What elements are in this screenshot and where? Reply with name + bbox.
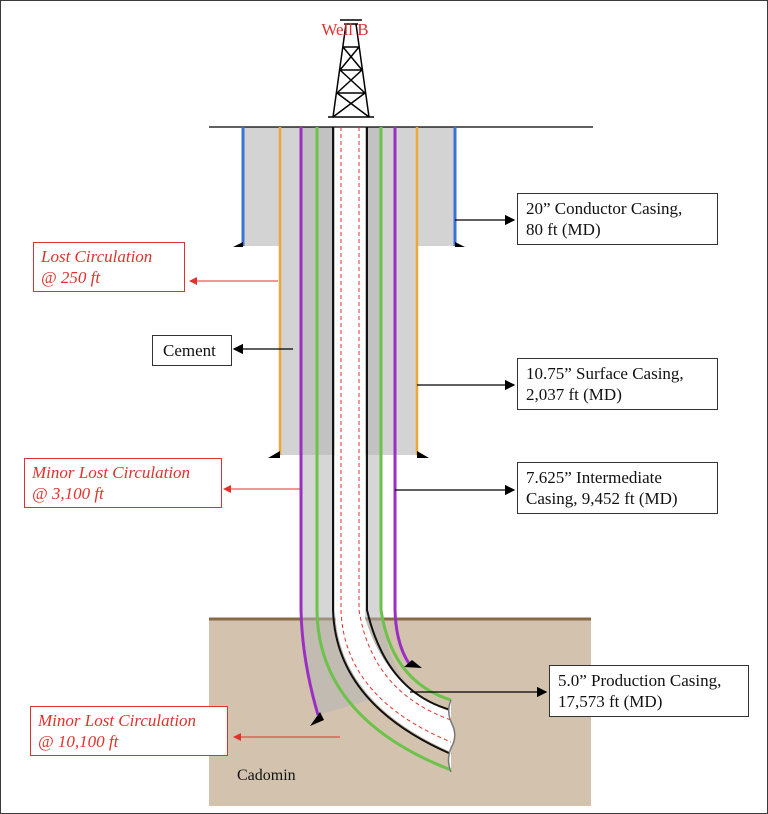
lost-circulation-250-line2: @ 250 ft <box>41 268 101 287</box>
wellbore-centerline-left <box>340 127 452 743</box>
intermediate-casing-right <box>393 127 412 666</box>
lost-circulation-3100-line1: Minor Lost Circulation <box>32 463 191 482</box>
lost-circulation-label-250: Lost Circulation @ 250 ft <box>33 242 185 292</box>
production-casing-label-line1: 5.0” Production Casing, <box>558 671 722 690</box>
conductor-casing-label-line2: 80 ft (MD) <box>526 220 601 239</box>
intermediate-casing-label: 7.625” Intermediate Casing, 9,452 ft (MD… <box>517 462 718 514</box>
lost-circulation-250-line1: Lost Circulation <box>41 247 153 266</box>
tubing-right <box>366 127 452 711</box>
wellbore-interior <box>335 127 451 752</box>
surface-casing-label: 10.75” Surface Casing, 2,037 ft (MD) <box>517 358 718 410</box>
intermediate-casing-label-line1: 7.625” Intermediate <box>526 468 662 487</box>
lost-circulation-10100-line2: @ 10,100 ft <box>38 732 119 751</box>
conductor-casing-label-line1: 20” Conductor Casing, <box>526 199 683 218</box>
production-casing-left <box>315 127 452 772</box>
conductor-shoe-left <box>233 242 243 247</box>
formation-label: Cadomin <box>237 767 296 784</box>
production-casing-label: 5.0” Production Casing, 17,573 ft (MD) <box>549 665 749 717</box>
surface-casing-label-line2: 2,037 ft (MD) <box>526 385 622 404</box>
surface-shoe-left <box>268 451 280 458</box>
tubing-left <box>332 127 452 755</box>
intermediate-shoe-right <box>404 660 422 668</box>
lost-circulation-3100-line2: @ 3,100 ft <box>32 484 104 503</box>
production-casing-right <box>379 127 452 702</box>
cement-label: Cement <box>152 335 232 366</box>
conductor-casing-label: 20” Conductor Casing, 80 ft (MD) <box>517 193 718 245</box>
intermediate-shoe-left <box>310 712 324 726</box>
lost-circulation-label-3100: Minor Lost Circulation @ 3,100 ft <box>24 458 222 508</box>
surface-shoe-right <box>417 451 429 458</box>
lost-circulation-label-10100: Minor Lost Circulation @ 10,100 ft <box>30 706 228 756</box>
wellbore-centerline-right <box>358 127 452 721</box>
lost-circulation-10100-line1: Minor Lost Circulation <box>38 711 197 730</box>
well-title: Well B <box>321 20 369 39</box>
intermediate-casing-left <box>299 127 320 716</box>
derrick-icon <box>328 19 374 118</box>
surface-casing-label-line1: 10.75” Surface Casing, <box>526 364 684 383</box>
production-casing-label-line2: 17,573 ft (MD) <box>558 692 663 711</box>
wellbore-end <box>447 699 456 773</box>
intermediate-casing-label-line2: Casing, 9,452 ft (MD) <box>526 489 678 508</box>
conductor-shoe-right <box>455 242 465 247</box>
